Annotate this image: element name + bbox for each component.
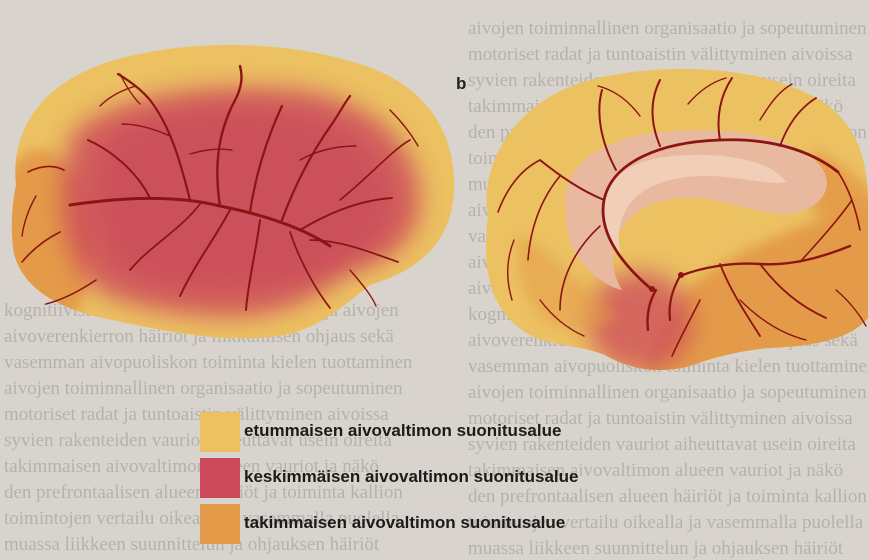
lateral-brain-view bbox=[0, 45, 454, 340]
legend-label-anterior: etummaisen aivovaltimon suonitusalue bbox=[244, 421, 561, 441]
legend-label-posterior: takimmaisen aivovaltimon suonitusalue bbox=[244, 513, 565, 533]
panel-letter-b: b bbox=[456, 74, 466, 94]
legend-swatch-middle bbox=[200, 458, 240, 498]
legend-swatch-posterior bbox=[200, 504, 240, 544]
medial-brain-view bbox=[486, 69, 869, 380]
legend-label-middle: keskimmäisen aivovaltimon suonitusalue bbox=[244, 467, 578, 487]
legend-swatch-anterior bbox=[200, 412, 240, 452]
